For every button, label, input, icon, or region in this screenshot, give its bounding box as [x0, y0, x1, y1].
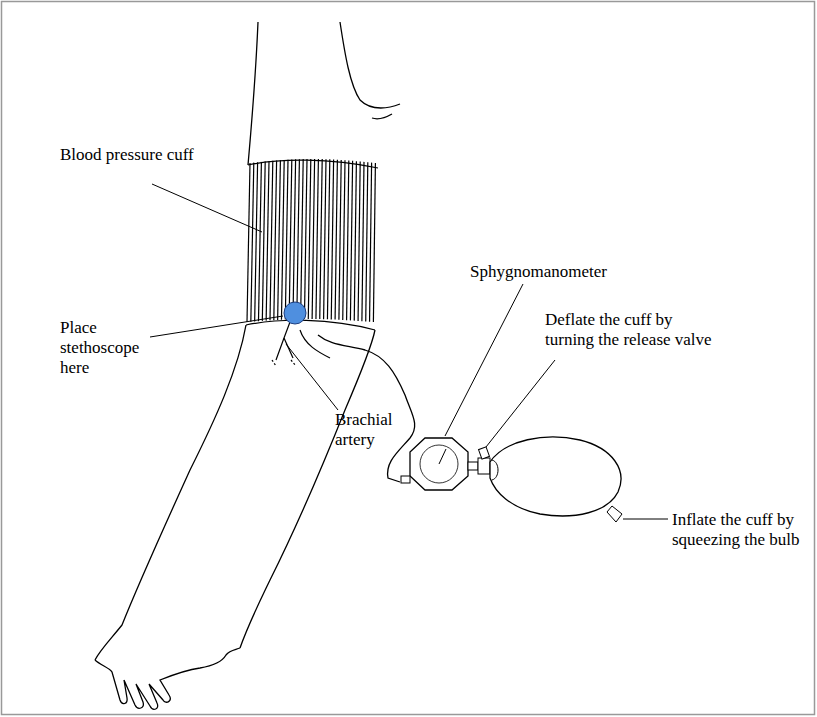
gauge-inlet — [401, 476, 410, 483]
cuff-top — [248, 160, 378, 168]
bulb-neck — [492, 460, 498, 480]
brachial-artery — [272, 322, 296, 366]
release-valve — [478, 447, 490, 474]
leader-lines — [150, 184, 668, 519]
cuff-hatch — [301, 159, 304, 319]
sphygmomanometer-gauge — [401, 438, 478, 490]
bulb-body — [490, 437, 621, 516]
arm-left-lower — [95, 325, 246, 660]
cuff-hatch — [266, 161, 269, 320]
cuff-hatch — [347, 161, 349, 321]
cuff-hatch — [339, 160, 341, 320]
artery-tip — [272, 360, 296, 366]
cuff-hatch — [258, 162, 261, 321]
cuff-hatch — [343, 160, 345, 320]
cuff-hatch — [362, 162, 364, 321]
hand — [95, 648, 240, 709]
gauge-dial — [420, 445, 458, 483]
stethoscope-spot — [284, 302, 306, 324]
leader-line — [152, 184, 262, 232]
cuff-hatch — [255, 162, 258, 321]
tube — [318, 335, 415, 482]
leader-line — [150, 316, 283, 337]
shoulder — [340, 22, 400, 108]
artery-branch — [284, 338, 293, 358]
leader-line — [286, 344, 338, 410]
cuff-hatch — [350, 161, 352, 321]
cuff-hatch — [358, 162, 360, 321]
cuff-hatch — [335, 160, 337, 320]
cuff-hatch — [278, 160, 281, 320]
gauge-body — [410, 438, 468, 490]
cuff-hatch — [247, 163, 250, 322]
cuff-hatch — [331, 160, 333, 320]
cuff-hatch — [281, 160, 284, 320]
bulb-label: Inflate the cuff by squeezing the bulb — [672, 510, 807, 550]
shoulder-line — [372, 114, 392, 119]
cuff-hatch — [370, 163, 372, 322]
cuff-hatch — [354, 161, 356, 320]
artery-branch — [276, 322, 290, 360]
cuff-hatch — [308, 159, 311, 319]
artery-label: Brachial artery — [335, 410, 425, 450]
cuff-hatch — [373, 163, 375, 322]
cuff-hatch — [366, 162, 368, 321]
stethoscope-label: Place stethoscope here — [60, 318, 155, 378]
cuff-bottom — [246, 320, 375, 330]
leader-line — [486, 360, 555, 447]
valve-knob — [479, 447, 490, 459]
bulb-tip — [607, 506, 622, 522]
cuff-hatch — [293, 159, 296, 319]
arm-right-lower — [240, 330, 375, 648]
blood-pressure-cuff — [246, 159, 378, 330]
leader-line — [623, 519, 668, 520]
cuff-hatch — [251, 163, 254, 322]
valve-body — [478, 458, 490, 474]
cuff-hatch — [324, 159, 326, 319]
valve-label: Deflate the cuff by turning the release … — [545, 310, 720, 350]
cuff-hatch — [304, 159, 307, 319]
gauge-label: Sphygnomanometer — [470, 262, 645, 282]
arm-left-upper — [248, 22, 258, 165]
cuff-hatch — [316, 159, 318, 319]
gauge-needle — [439, 449, 446, 464]
cuff-label: Blood pressure cuff — [60, 145, 210, 165]
cuff-hatch — [274, 161, 277, 321]
cuff-hatch — [327, 159, 329, 319]
gauge-outlet — [468, 462, 478, 470]
cuff-hatch — [320, 159, 322, 319]
cuff-edge — [300, 330, 330, 358]
bulb — [490, 437, 622, 522]
cuff-hatch — [285, 160, 288, 320]
cuff-hatch — [312, 159, 314, 319]
leader-line — [445, 284, 523, 436]
cuff-hatch — [289, 160, 292, 320]
cuff-hatch — [262, 162, 265, 321]
cuff-hatch — [297, 159, 300, 319]
arm-outline — [95, 22, 400, 709]
cuff-hatch — [270, 161, 273, 321]
